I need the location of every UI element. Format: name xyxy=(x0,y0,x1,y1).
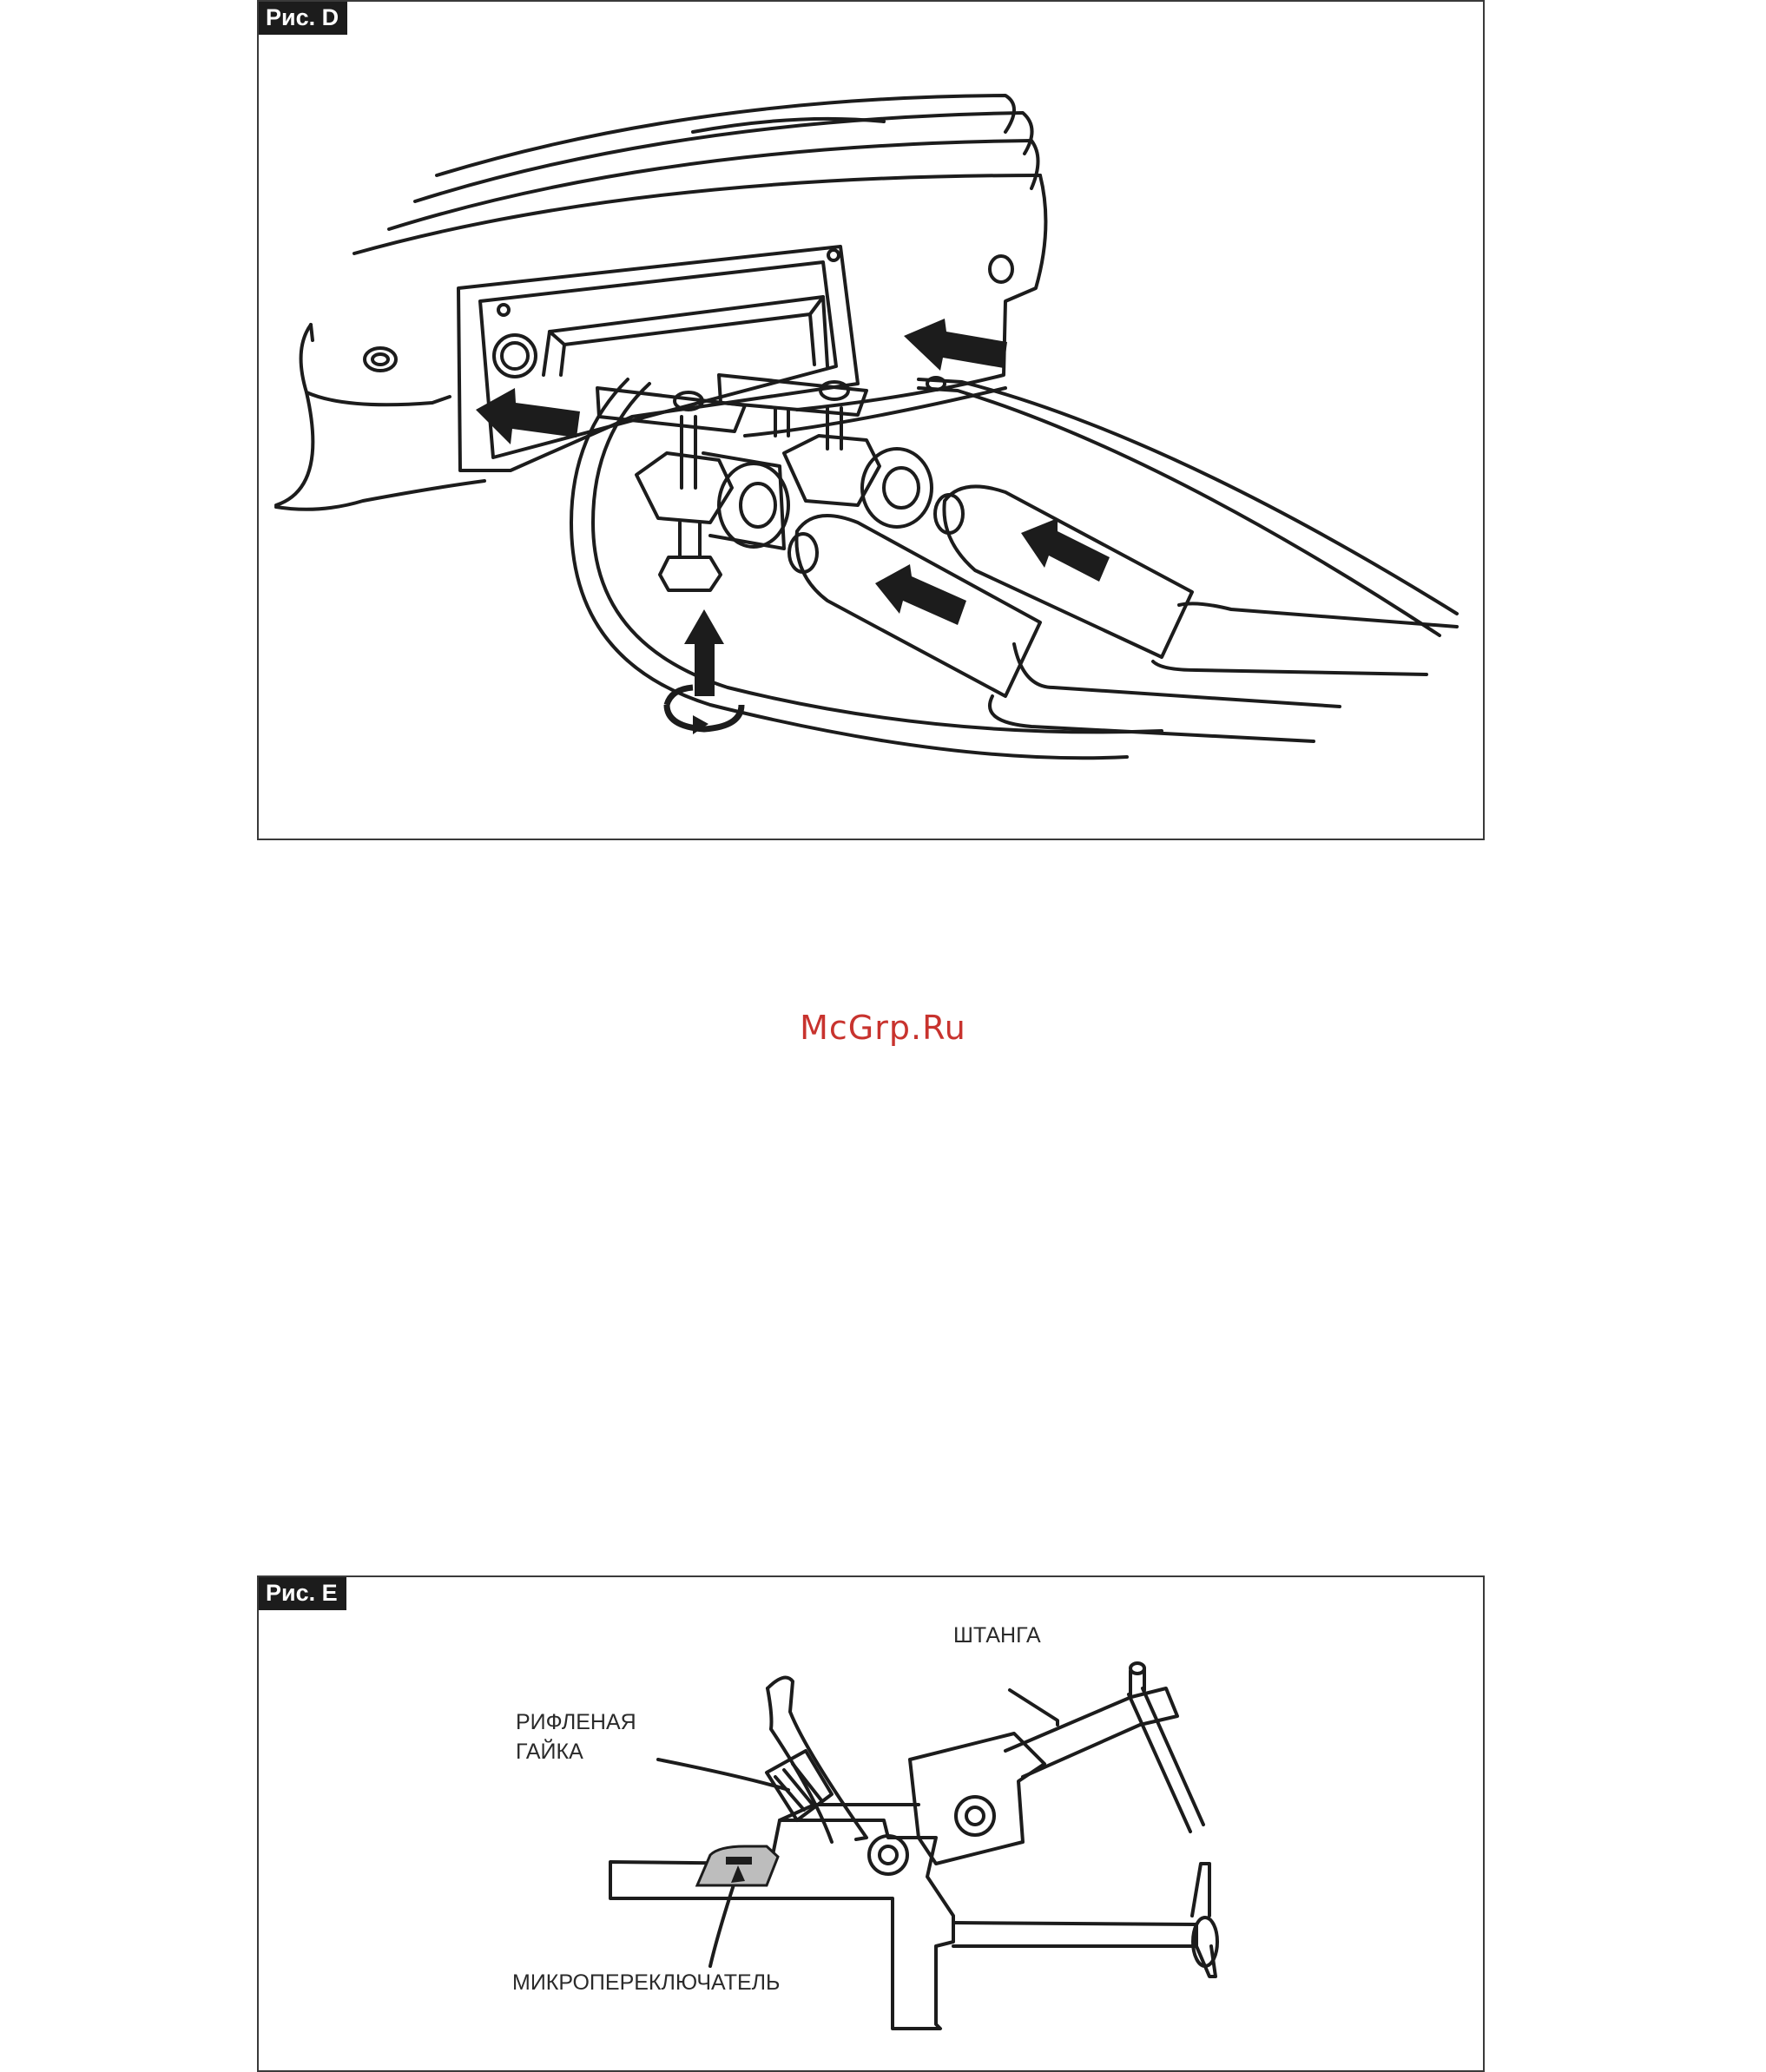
housing-outline xyxy=(311,325,313,340)
terminal-eye xyxy=(884,468,919,508)
housing-outline xyxy=(276,392,313,505)
leader-line xyxy=(1010,1690,1058,1725)
figure-d-label: Рис. D xyxy=(259,2,347,35)
bottom-nut-thread xyxy=(680,523,700,557)
figure-d-illustration xyxy=(259,2,1483,839)
panel-screw xyxy=(828,250,839,260)
pivot xyxy=(869,1836,907,1874)
probe-wire xyxy=(919,379,1457,614)
callout-microswitch: МИКРОПЕРЕКЛЮЧАТЕЛЬ xyxy=(512,1970,780,1996)
rod xyxy=(1005,1688,1177,1777)
clamp-bolt xyxy=(820,382,848,399)
cable xyxy=(1014,644,1340,707)
callout-knurled-nut-line1: РИФЛЕНАЯ xyxy=(516,1709,636,1735)
plug-tip xyxy=(935,495,963,533)
figure-e-illustration xyxy=(259,1577,1483,2070)
terminal-eye xyxy=(862,449,932,527)
pivot xyxy=(880,1846,897,1864)
housing-hole xyxy=(365,348,396,371)
u-bracket xyxy=(550,332,564,345)
rod-pin-end xyxy=(1130,1663,1144,1674)
rod-pin xyxy=(1129,1688,1203,1832)
figure-e-label: Рис. E xyxy=(259,1577,346,1610)
figure-d: Рис. D xyxy=(257,0,1485,840)
pivot xyxy=(966,1807,984,1825)
callout-rod: ШТАНГА xyxy=(953,1622,1041,1648)
callout-knurled-nut-line2: ГАЙКА xyxy=(516,1739,583,1765)
bottom-nut xyxy=(660,557,721,590)
housing-hole xyxy=(372,354,388,365)
cable-plug xyxy=(944,486,1192,657)
lever xyxy=(768,1678,867,1840)
plug-tip xyxy=(789,534,817,572)
housing-lid-ridge xyxy=(389,141,1038,229)
terminal-eye xyxy=(741,483,775,527)
cable xyxy=(1179,603,1457,627)
bottom-shaft xyxy=(953,1923,1196,1946)
arrow-icon xyxy=(1021,518,1110,582)
round-socket-inner xyxy=(502,343,528,369)
cable xyxy=(1153,661,1427,674)
terminal-eye xyxy=(719,464,788,547)
housing-outline xyxy=(276,481,484,510)
terminal-nut xyxy=(703,453,784,549)
arrow-icon xyxy=(904,319,1007,371)
housing-outline xyxy=(797,175,1045,410)
u-bracket xyxy=(561,314,814,375)
housing-hole xyxy=(990,256,1012,282)
pivot xyxy=(956,1797,994,1835)
microswitch-button xyxy=(726,1857,752,1865)
cable-thin xyxy=(571,379,1127,758)
base-plate xyxy=(610,1820,953,2029)
u-bracket xyxy=(544,297,827,375)
panel-screw xyxy=(498,305,509,315)
figure-e: Рис. E ШТАНГА РИФЛЕНАЯ ГАЙКА МИКРОПЕРЕКЛ… xyxy=(257,1575,1485,2072)
watermark: McGrp.Ru xyxy=(0,1009,1766,1047)
